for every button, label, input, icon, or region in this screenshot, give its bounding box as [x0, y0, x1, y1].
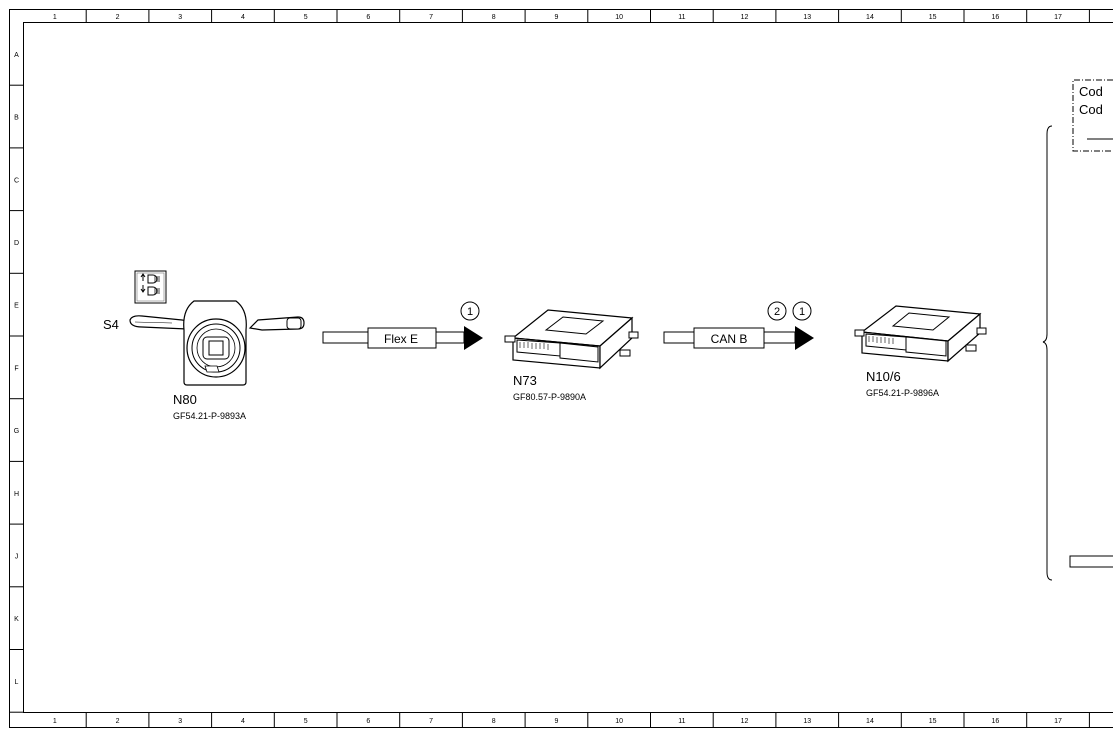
- outer-border: [9, 9, 1113, 728]
- column-label-6: 6: [366, 718, 370, 725]
- column-label-5: 5: [304, 14, 308, 21]
- s4-label: S4: [103, 317, 119, 332]
- row-label-C: C: [14, 177, 19, 184]
- column-label-17: 17: [1054, 14, 1062, 21]
- row-ruler-left: A B C D E F G H J K L: [9, 52, 24, 713]
- can-b-badge-1: 1: [792, 301, 812, 321]
- column-label-4: 4: [241, 718, 245, 725]
- n73-reference[interactable]: GF80.57-P-9890A: [513, 392, 586, 402]
- n10-6-label: N10/6: [866, 369, 901, 384]
- bus-connector-stub: [1069, 555, 1113, 568]
- legend-line-1: Cod: [1079, 84, 1103, 99]
- column-label-7: 7: [429, 14, 433, 21]
- column-label-3: 3: [178, 14, 182, 21]
- column-label-8: 8: [492, 14, 496, 21]
- row-label-H: H: [14, 491, 19, 498]
- n10-6-reference[interactable]: GF54.21-P-9896A: [866, 388, 939, 398]
- column-label-12: 12: [741, 718, 749, 725]
- curly-brace: [1042, 125, 1053, 581]
- column-label-9: 9: [554, 718, 558, 725]
- n80-steering-column-module[interactable]: [129, 270, 305, 386]
- column-label-3: 3: [178, 718, 182, 725]
- column-label-16: 16: [991, 718, 999, 725]
- flex-e-badge-1: 1: [460, 301, 480, 321]
- column-label-11: 11: [678, 14, 685, 21]
- row-label-F: F: [14, 365, 18, 372]
- svg-text:1: 1: [799, 306, 805, 318]
- column-label-2: 2: [116, 718, 120, 725]
- row-label-J: J: [15, 553, 19, 560]
- column-label-1: 1: [53, 14, 57, 21]
- column-label-7: 7: [429, 718, 433, 725]
- column-label-8: 8: [492, 718, 496, 725]
- column-label-14: 14: [866, 718, 874, 725]
- row-label-B: B: [14, 115, 19, 122]
- legend-line-2: Cod: [1079, 102, 1103, 117]
- code-legend-box: [1072, 79, 1113, 152]
- row-label-K: K: [14, 616, 19, 623]
- column-label-2: 2: [116, 14, 120, 21]
- column-label-10: 10: [615, 14, 623, 21]
- column-label-4: 4: [241, 14, 245, 21]
- n80-label: N80: [173, 392, 197, 407]
- column-label-10: 10: [615, 718, 623, 725]
- column-label-16: 16: [991, 14, 999, 21]
- flex-e-bus-arrow: [322, 326, 483, 350]
- flex-e-label: Flex E: [384, 332, 418, 346]
- inner-border: [23, 22, 1113, 713]
- column-label-12: 12: [741, 14, 749, 21]
- column-label-15: 15: [929, 14, 937, 21]
- column-label-1: 1: [53, 718, 57, 725]
- svg-text:2: 2: [774, 306, 780, 318]
- column-label-9: 9: [554, 14, 558, 21]
- can-b-bus-arrow: [663, 326, 814, 350]
- column-label-17: 17: [1054, 718, 1062, 725]
- n73-label: N73: [513, 373, 537, 388]
- headlamp-switch-icon: [134, 270, 167, 304]
- column-label-5: 5: [304, 718, 308, 725]
- n10-6-control-unit[interactable]: [854, 305, 987, 363]
- can-b-label: CAN B: [711, 332, 748, 346]
- column-label-6: 6: [366, 14, 370, 21]
- svg-text:1: 1: [467, 306, 473, 318]
- column-label-13: 13: [803, 718, 811, 725]
- n80-reference[interactable]: GF54.21-P-9893A: [173, 411, 246, 421]
- column-label-13: 13: [803, 14, 811, 21]
- column-label-15: 15: [929, 718, 937, 725]
- column-label-11: 11: [678, 718, 685, 725]
- column-label-14: 14: [866, 14, 874, 21]
- row-label-E: E: [14, 303, 19, 310]
- n73-control-unit[interactable]: [504, 309, 639, 370]
- can-b-badge-2: 2: [767, 301, 787, 321]
- row-label-A: A: [14, 52, 19, 59]
- row-label-D: D: [14, 240, 19, 247]
- row-label-G: G: [14, 428, 19, 435]
- row-label-L: L: [15, 679, 19, 686]
